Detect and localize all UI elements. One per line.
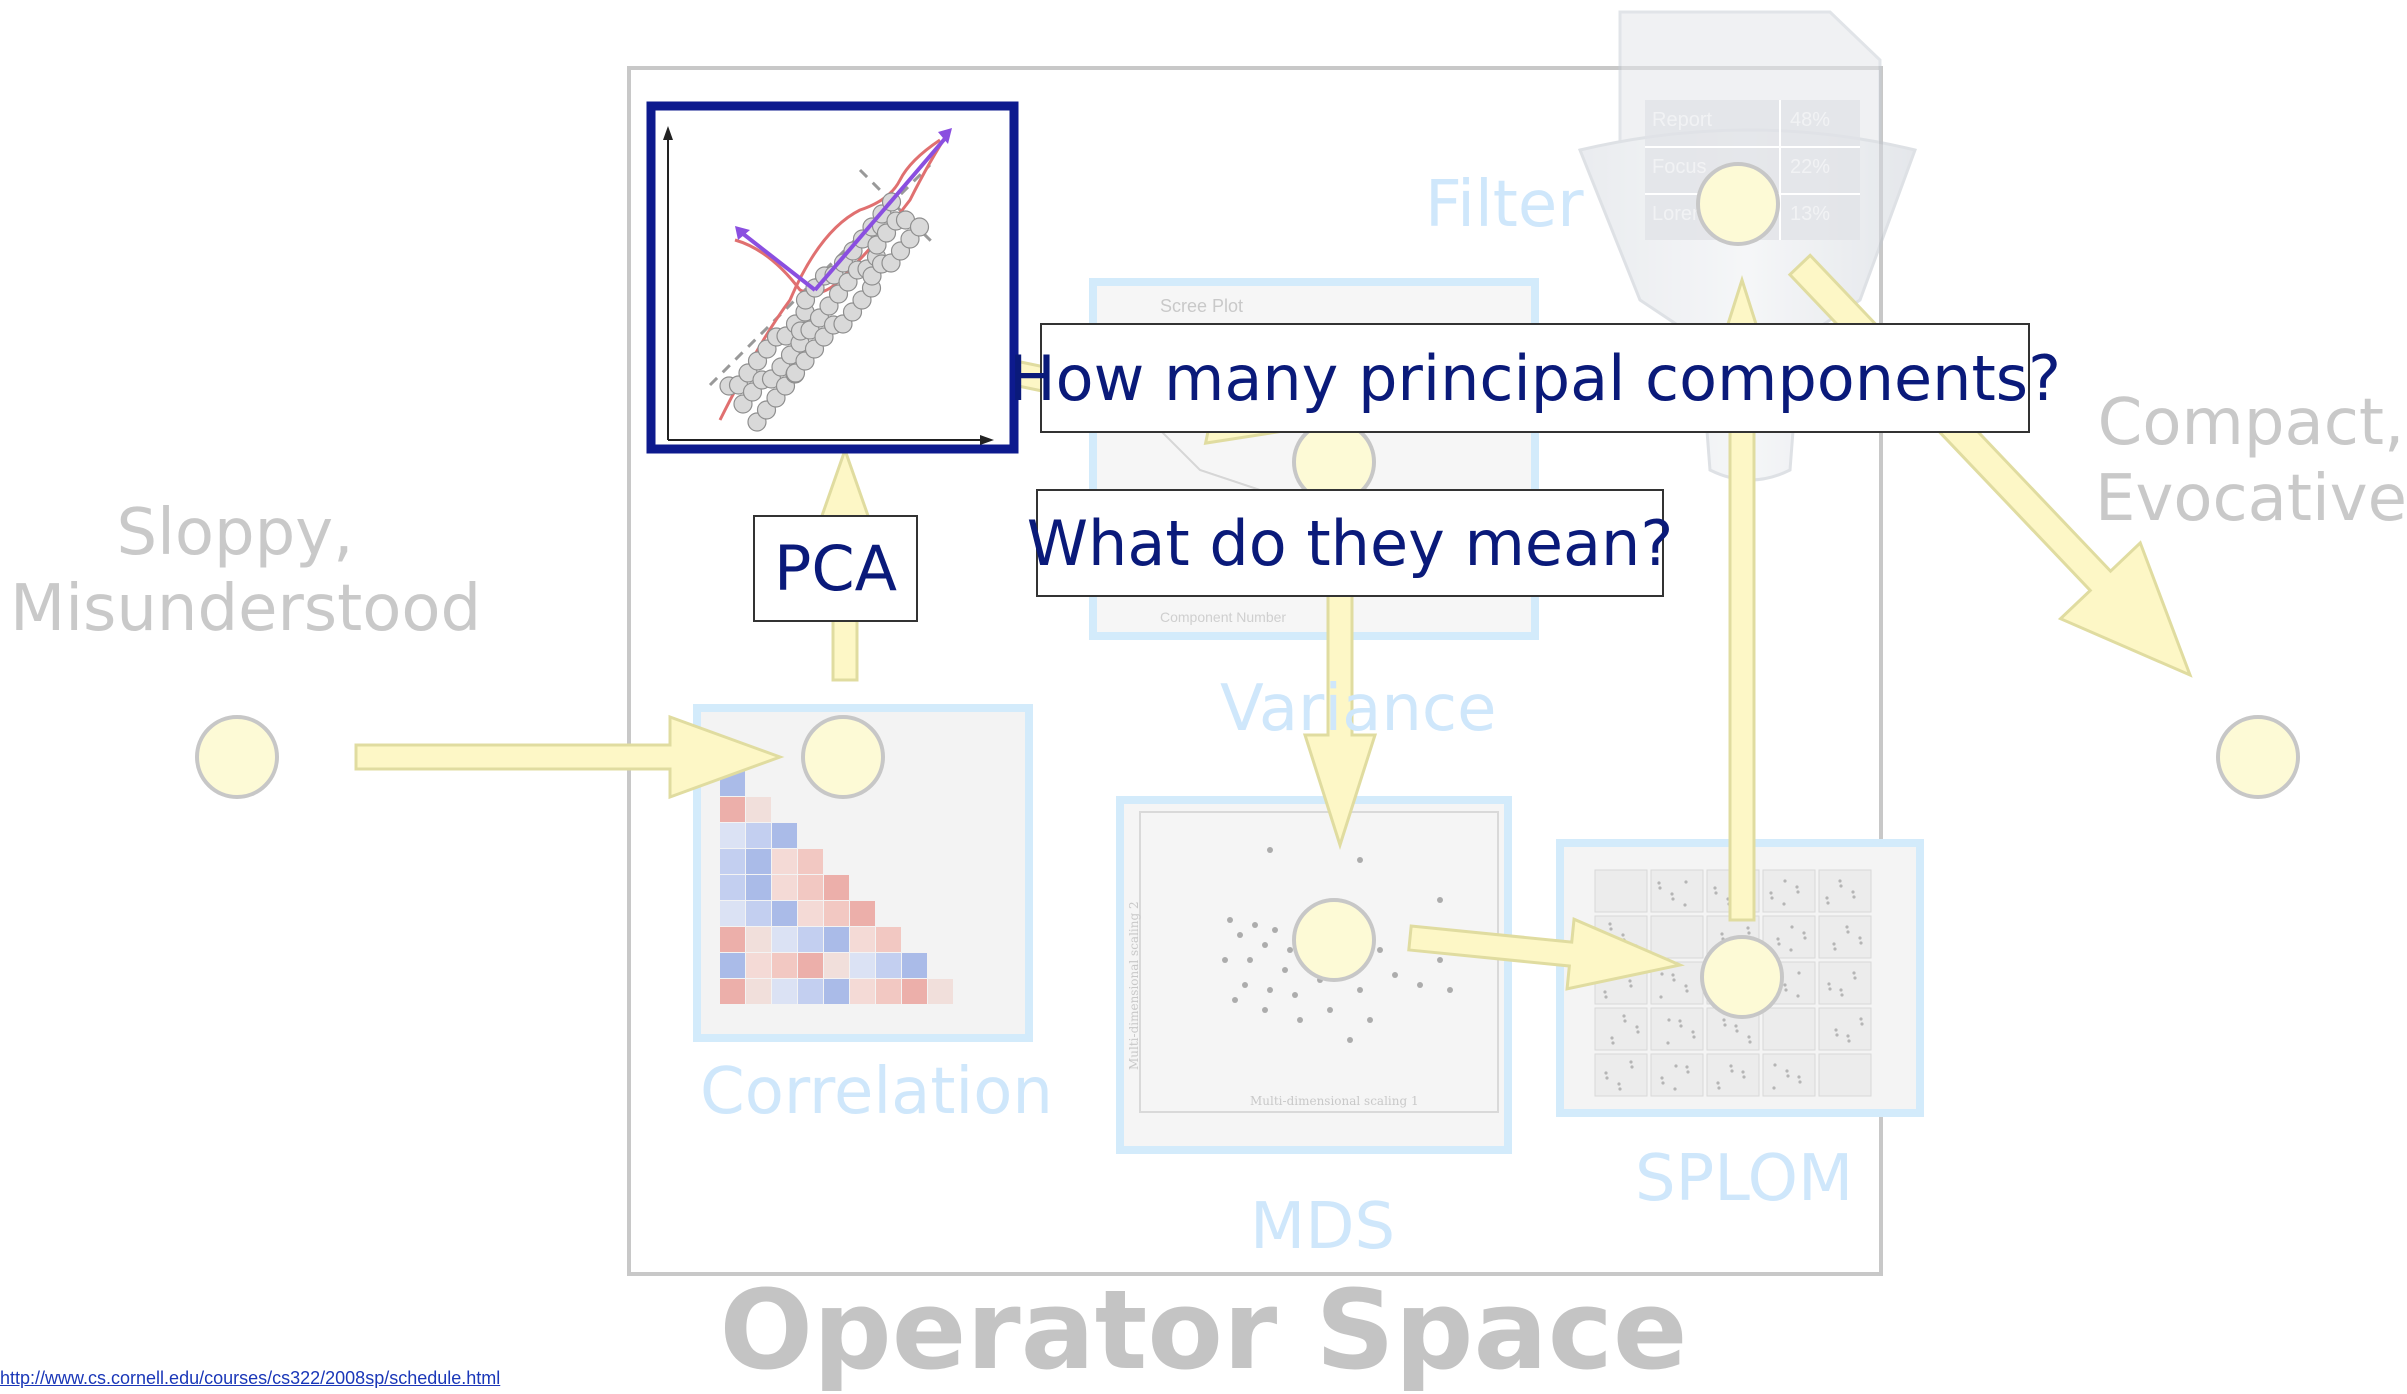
end-node xyxy=(2216,715,2300,799)
scree-title: Scree Plot xyxy=(1160,296,1243,316)
filter-label: Filter xyxy=(1425,168,1584,242)
filter-row-value: 22% xyxy=(1790,156,1830,178)
filter-node xyxy=(1696,162,1780,246)
correlation-node xyxy=(801,715,885,799)
pca-thumbnail xyxy=(646,101,1019,454)
left-label: Sloppy, Misunderstood xyxy=(10,495,482,647)
mds-thumbnail: Multi-dimensional scaling 1 Multi-dimens… xyxy=(1116,796,1512,1154)
splom-label: SPLOM xyxy=(1635,1142,1854,1216)
arrow-mds-to-splom xyxy=(1407,917,1685,991)
filter-row-label: Lorem xyxy=(1652,203,1709,225)
left-label-line-2: Misunderstood xyxy=(10,572,482,646)
start-node xyxy=(195,715,279,799)
right-label-line-2: Evocative xyxy=(2095,462,2407,536)
mds-xlabel: Multi-dimensional scaling 1 xyxy=(1250,1094,1419,1108)
question-how-many-components: How many principal components? xyxy=(1009,323,2061,433)
filter-row-label: Focus xyxy=(1652,156,1706,178)
nodes xyxy=(195,162,2300,1019)
left-label-line-1: Sloppy, xyxy=(116,496,354,570)
variance-label: Variance xyxy=(1220,672,1497,746)
pca-label: PCA xyxy=(753,515,918,622)
mds-node xyxy=(1292,898,1376,982)
scree-xlabel: Component Number xyxy=(1160,609,1286,625)
question-what-do-they-mean: What do they mean? xyxy=(1027,489,1673,597)
correlation-label: Correlation xyxy=(700,1055,1053,1129)
filter-row-value: 13% xyxy=(1790,203,1830,225)
right-label: Compact, Evocative xyxy=(2095,385,2407,537)
arrow-start-to-correlation xyxy=(354,714,785,800)
page-title: Operator Space xyxy=(719,1266,1688,1394)
right-label-line-1: Compact, xyxy=(2097,386,2405,460)
filter-row-value: 48% xyxy=(1790,109,1830,131)
mds-ylabel: Multi-dimensional scaling 2 xyxy=(1127,901,1141,1070)
mds-label: MDS xyxy=(1250,1190,1396,1264)
splom-node xyxy=(1700,935,1784,1019)
filter-row-label: Report xyxy=(1652,109,1712,131)
source-link[interactable]: http://www.cs.cornell.edu/courses/cs322/… xyxy=(0,1368,501,1388)
